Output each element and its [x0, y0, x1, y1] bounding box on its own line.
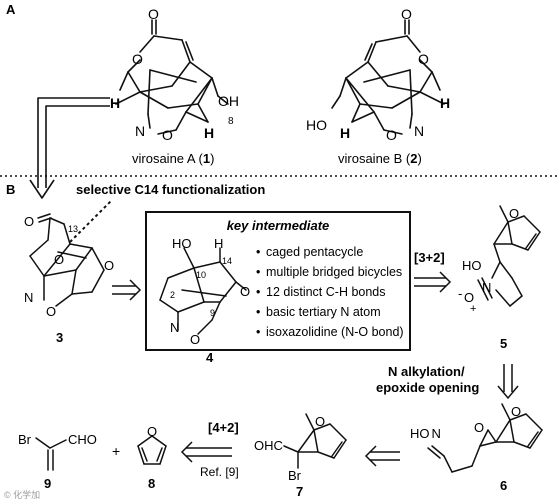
compound-4-n: N: [170, 320, 179, 335]
compound-4-o-iso: O: [190, 332, 200, 347]
compound-4-c2: 2: [170, 290, 175, 300]
retro-arrow-a-to-b: [29, 97, 110, 199]
virosaine-b-n: N: [414, 123, 424, 139]
key-intermediate-title: key intermediate: [227, 218, 330, 233]
compound-6-o-epoxide: O: [474, 420, 484, 435]
virosaine-b-o-ring: O: [418, 51, 429, 67]
retro-arrow-3-4: [112, 279, 142, 301]
compound-8-o: O: [147, 424, 157, 439]
compound-4-structure: [159, 247, 247, 335]
panel-a-label: A: [6, 2, 16, 17]
feature-item: multiple bridged bicycles: [266, 265, 402, 279]
virosaine-b-structure: [331, 19, 445, 135]
reference-label: Ref. [9]: [200, 465, 239, 479]
compound-6-number: 6: [500, 478, 507, 493]
compound-3-number: 3: [56, 330, 63, 345]
virosaine-a-n: N: [135, 123, 145, 139]
virosaine-b-caption: virosaine B (2): [338, 151, 422, 166]
retro-arrow-8-7: [180, 441, 232, 463]
compound-7-br: Br: [288, 468, 302, 483]
compound-4-h: H: [214, 236, 223, 251]
virosaine-a-c8: 8: [228, 116, 234, 127]
watermark: © 化学加: [4, 489, 40, 500]
feature-item: caged pentacycle: [266, 245, 363, 259]
virosaine-a-o-ring: O: [132, 51, 143, 67]
compound-7-structure: [283, 413, 347, 469]
virosaine-a-o-carbonyl: O: [148, 6, 159, 22]
feature-bullet: •: [256, 285, 260, 299]
virosaine-a-oh: OH: [218, 93, 239, 109]
virosaine-a-h-right: H: [204, 125, 214, 141]
feature-item: isoxazolidine (N-O bond): [266, 325, 404, 339]
compound-4-o-ring: O: [240, 284, 250, 299]
compound-9-cho: CHO: [68, 432, 97, 447]
compound-3-o-carbonyl: O: [24, 214, 34, 229]
compound-5-number: 5: [500, 336, 507, 351]
virosaine-a-o-iso: O: [162, 127, 173, 143]
compound-7-o-bridge: O: [315, 414, 325, 429]
feature-item: basic tertiary N atom: [266, 305, 381, 319]
feature-bullet: •: [256, 325, 260, 339]
compound-9-br: Br: [18, 432, 32, 447]
virosaine-a-h-left: H: [110, 95, 120, 111]
compound-3-structure: [29, 213, 105, 307]
compound-8-number: 8: [148, 476, 155, 491]
plus-sign: +: [112, 443, 120, 459]
retro-arrow-7-6: [364, 445, 400, 467]
compound-4-c9: 9: [210, 308, 215, 318]
compound-3-c13-dotted: [69, 199, 113, 243]
virosaine-b-ho: HO: [306, 117, 327, 133]
compound-4-c14: 14: [222, 256, 232, 266]
compound-4-number: 4: [206, 350, 214, 365]
virosaine-b-h-left: H: [340, 125, 350, 141]
panel-b-label: B: [6, 182, 15, 197]
key-features-list: • caged pentacycle • multiple bridged bi…: [256, 245, 404, 339]
n-alkylation-line2: epoxide opening: [376, 380, 479, 395]
compound-7-number: 7: [296, 484, 303, 499]
feature-bullet: •: [256, 265, 260, 279]
feature-item: 12 distinct C-H bonds: [266, 285, 386, 299]
compound-4-ho: HO: [172, 236, 192, 251]
retro-arrow-5-6: [497, 364, 519, 400]
compound-5-o-bridge: O: [509, 206, 519, 221]
compound-7-ohc: OHC: [254, 438, 283, 453]
compound-3-o-ring: O: [54, 252, 64, 267]
compound-5-structure: [477, 205, 541, 307]
feature-bullet: •: [256, 305, 260, 319]
virosaine-a-structure: [115, 19, 229, 135]
feature-bullet: •: [256, 245, 260, 259]
compound-3-o-right: O: [104, 258, 114, 273]
virosaine-b-o-carbonyl: O: [401, 6, 412, 22]
compound-5-o-minus: O: [464, 290, 474, 305]
reaction-3-2-label: [3+2]: [414, 250, 445, 265]
compound-5-n: N: [482, 280, 491, 295]
compound-4-c10: 10: [196, 270, 206, 280]
n-alkylation-line1: N alkylation/: [388, 364, 465, 379]
compound-6-structure: [427, 403, 543, 473]
compound-5-ho: HO: [462, 258, 482, 273]
compound-5-plus: +: [470, 303, 476, 315]
compound-3-o-iso: O: [46, 304, 56, 319]
compound-9-number: 9: [44, 476, 51, 491]
compound-3-n: N: [24, 290, 33, 305]
compound-6-o-bridge: O: [511, 404, 521, 419]
virosaine-b-h-right: H: [440, 95, 450, 111]
reaction-4-2-label: [4+2]: [208, 420, 239, 435]
virosaine-b-o-iso: O: [386, 127, 397, 143]
compound-5-minus: -: [458, 286, 462, 301]
compound-3-c13: 13: [68, 224, 78, 234]
virosaine-a-caption: virosaine A (1): [132, 151, 214, 166]
compound-9-structure: [35, 437, 67, 471]
key-intermediate-box: [145, 211, 411, 351]
retro-arrow-4-5: [414, 271, 452, 293]
selective-c14-label: selective C14 functionalization: [76, 182, 265, 197]
compound-8-structure: [137, 435, 167, 465]
